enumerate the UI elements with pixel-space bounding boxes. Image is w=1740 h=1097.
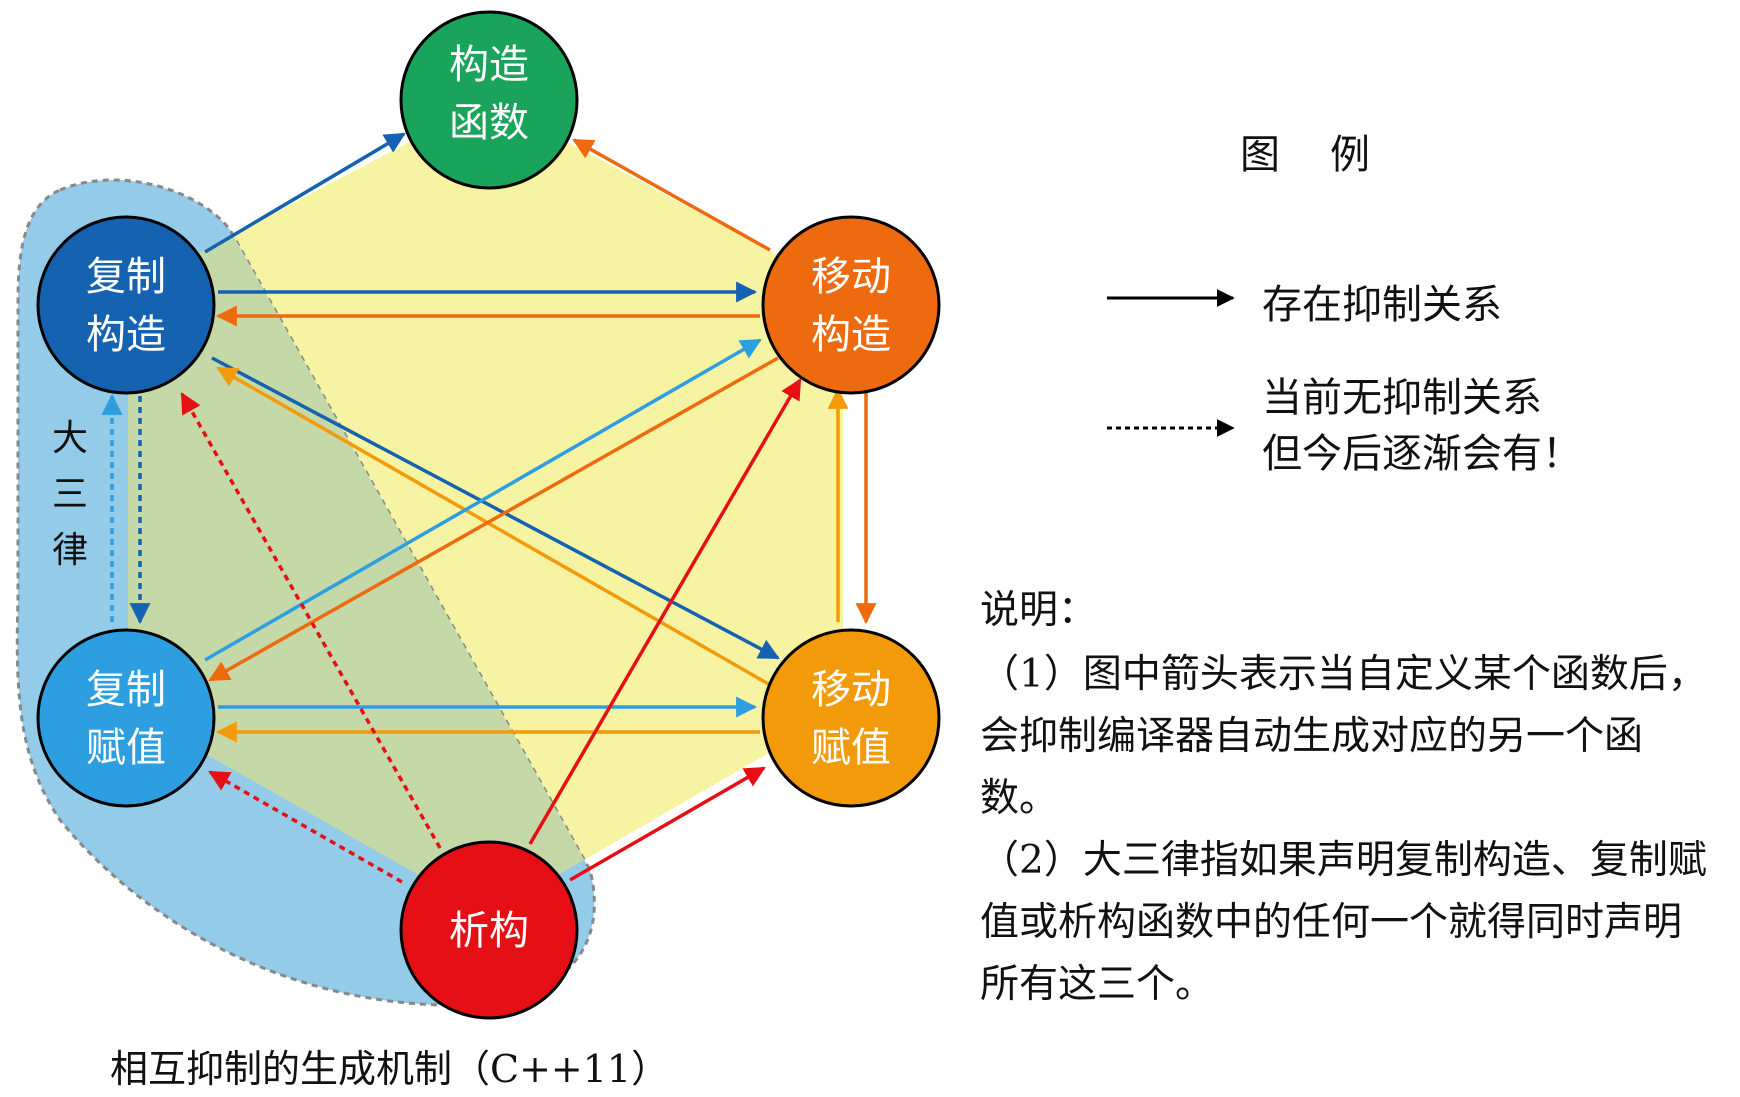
node-copy-assignment-line1: 复制 — [86, 667, 166, 713]
notes: 说明： （1）图中箭头表示当自定义某个函数后，会抑制编译器自动生成对应的另一个函… — [980, 580, 1720, 1016]
node-copy-assignment-line2: 赋值 — [86, 725, 166, 771]
node-destructor: 析构 — [399, 840, 579, 1020]
arrow-copyctor-to-ctor — [204, 132, 406, 254]
arrow-dtor-to-copyassign-dashed — [208, 770, 403, 884]
node-copy-assignment: 复制 赋值 — [36, 628, 216, 808]
legend-dashed-label: 当前无抑制关系 但今后逐渐会有！ — [1262, 370, 1682, 482]
arrow-copyassign-to-movector — [204, 338, 762, 662]
legend-title: 图例 — [1240, 132, 1420, 178]
rule-of-three-char-1: 大 — [52, 418, 88, 459]
suppression-diagram: 构造 函数 复制 构造 移动 构造 复制 赋值 移动 赋值 析构 大 三 律 — [15, 10, 941, 1020]
diagram-caption: 相互抑制的生成机制（C++11） — [110, 1047, 670, 1091]
node-move-assignment: 移动 赋值 — [761, 628, 941, 808]
node-move-constructor-line2: 构造 — [811, 312, 891, 358]
node-constructor-line1: 构造 — [449, 42, 529, 88]
notes-item-1: （1）图中箭头表示当自定义某个函数后，会抑制编译器自动生成对应的另一个函数。 — [980, 652, 1707, 821]
arrows — [101, 132, 877, 884]
node-constructor: 构造 函数 — [399, 10, 579, 190]
arrow-movector-to-ctor — [572, 138, 771, 252]
arrow-dtor-to-moveassign — [569, 766, 766, 882]
legend-dashed-line2: 但今后逐渐会有！ — [1262, 431, 1582, 477]
node-copy-constructor-line1: 复制 — [86, 254, 166, 300]
node-constructor-line2: 函数 — [449, 100, 529, 146]
node-move-constructor: 移动 构造 — [761, 215, 941, 395]
rule-of-three-char-2: 三 — [52, 474, 88, 515]
notes-heading: 说明： — [980, 588, 1098, 633]
legend-solid-label: 存在抑制关系 — [1262, 282, 1502, 328]
node-copy-constructor-line2: 构造 — [86, 312, 166, 358]
legend-dashed-line1: 当前无抑制关系 — [1262, 375, 1542, 421]
arrow-moveassign-to-copyctor — [216, 366, 773, 688]
arrow-movector-to-copyassign — [208, 356, 779, 682]
node-move-assignment-line1: 移动 — [811, 667, 891, 713]
node-copy-constructor: 复制 构造 — [36, 215, 216, 395]
arrow-copyctor-to-moveassign — [211, 356, 780, 660]
rule-of-three-char-3: 律 — [52, 530, 88, 571]
node-move-constructor-line1: 移动 — [811, 254, 891, 300]
notes-item-2: （2）大三律指如果声明复制构造、复制赋值或析构函数中的任何一个就得同时声明所有这… — [980, 838, 1707, 1007]
node-destructor-label: 析构 — [449, 908, 529, 954]
arrow-dtor-to-movector — [528, 378, 802, 845]
legend-dashed-arrow — [1107, 419, 1235, 437]
node-move-assignment-line2: 赋值 — [811, 725, 891, 771]
legend-solid-arrow — [1107, 289, 1235, 307]
